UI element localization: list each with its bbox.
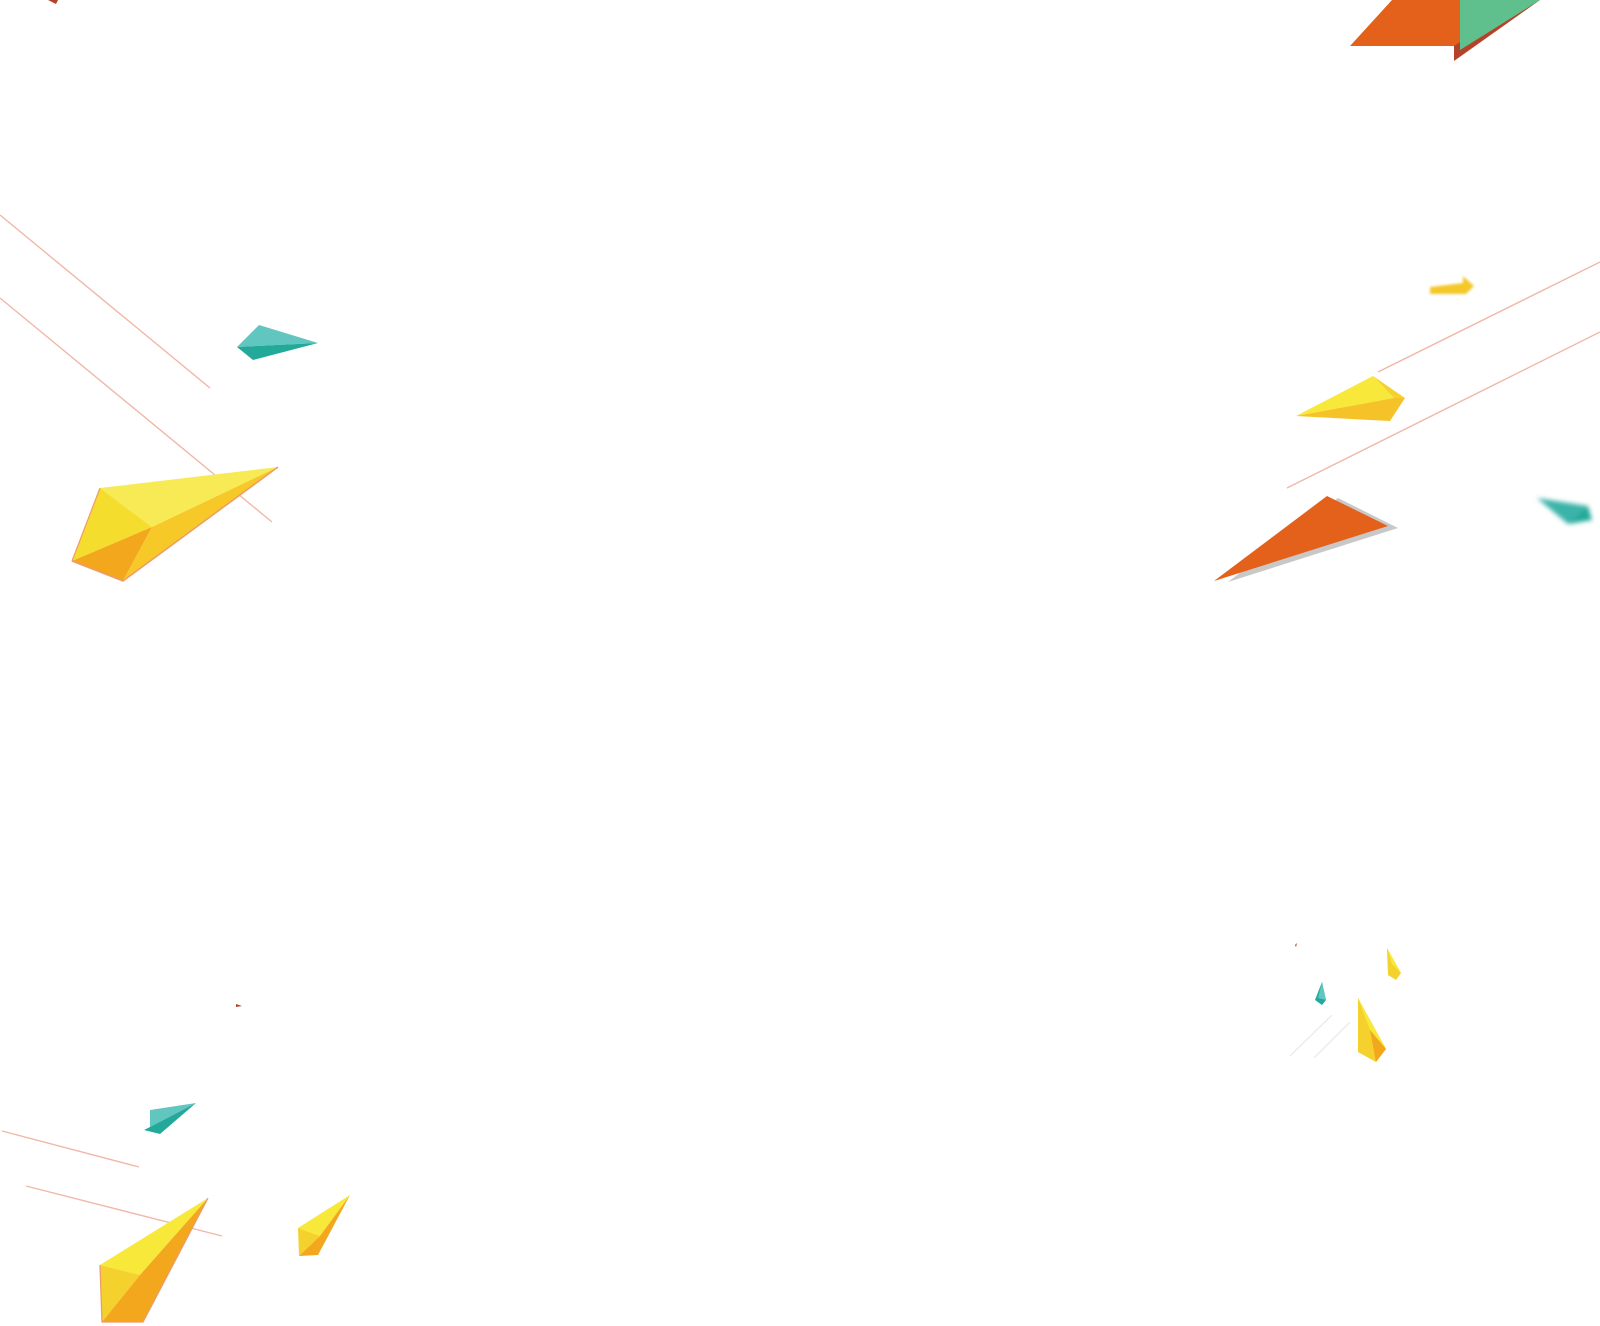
right-yellow-shard-icon xyxy=(1296,376,1405,421)
left-yellow-paper-plane-icon xyxy=(71,466,279,582)
bottom-left-teal-shard-icon xyxy=(144,1103,196,1134)
right-yellow-blur-arrow-icon xyxy=(1430,276,1474,294)
right-teal-blur-shard-icon xyxy=(1537,498,1592,524)
small-red-fragment-icon xyxy=(236,1004,242,1007)
faint-lines-bottom-right xyxy=(1289,1014,1351,1059)
bottom-left-small-yellow-shard-icon xyxy=(298,1195,350,1256)
line-right-lower xyxy=(1286,331,1600,489)
bottom-right-small-shards-icon xyxy=(1295,943,1401,1062)
top-right-orange-green-banner-icon xyxy=(1350,0,1540,61)
bottom-left-yellow-shards-icon xyxy=(99,1197,209,1323)
line-right-upper xyxy=(1377,261,1600,373)
right-orange-triangle-icon xyxy=(1214,496,1398,582)
corner-fragment-icon xyxy=(48,0,58,4)
line-left-upper xyxy=(0,214,211,389)
line-bottom-left-upper xyxy=(1,1130,140,1168)
left-teal-shard-icon xyxy=(237,325,318,360)
diagonal-lines xyxy=(0,214,1600,1237)
